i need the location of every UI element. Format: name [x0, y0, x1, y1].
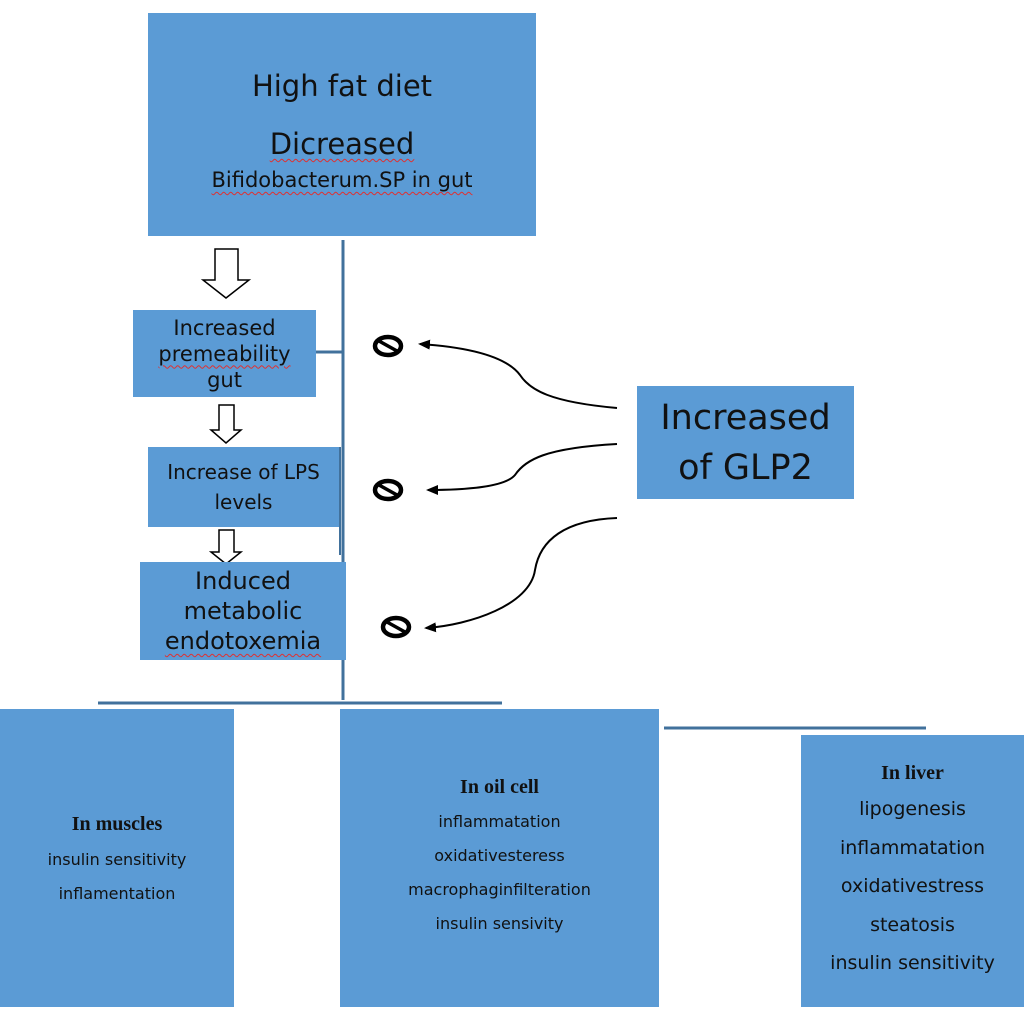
oil-cell-title: In oil cell	[460, 776, 539, 798]
step2-line1: Increase of LPS	[167, 460, 320, 484]
liver-item: steatosis	[870, 913, 955, 936]
step2-line2: levels	[214, 490, 273, 514]
glp2-line1: Increased	[660, 397, 831, 438]
glp2-line2: of GLP2	[678, 447, 813, 488]
oil-cell-item: macrophaginfilteration	[408, 880, 591, 899]
high-fat-diet-label: High fat diet	[251, 69, 433, 103]
liver-item: oxidativestress	[840, 875, 985, 897]
muscles-title: In muscles	[71, 813, 163, 835]
curved-arrow-2	[426, 443, 618, 495]
decreased-label: Dicreased	[269, 127, 415, 161]
bifidobacterum-label: Bifidobacterum.SP in gut	[211, 168, 473, 192]
step3-line2: metabolic	[183, 597, 303, 625]
liver-title: In liver	[881, 762, 944, 784]
inhibit-icon-1	[372, 334, 404, 358]
down-arrow-1	[200, 248, 252, 299]
liver-box: In liver lipogenesis inflammatation oxid…	[801, 735, 1024, 1007]
curved-arrow-1	[418, 339, 618, 409]
down-arrow-3	[208, 529, 244, 565]
high-fat-diet-box: High fat diet Dicreased Bifidobacterum.S…	[148, 13, 536, 236]
metabolic-endotoxemia-box: Induced metabolic endotoxemia	[140, 562, 346, 660]
liver-item: insulin sensitivity	[830, 952, 995, 974]
oil-cell-box: In oil cell inflammatation oxidativester…	[340, 709, 659, 1007]
oil-cell-item: inflammatation	[438, 812, 561, 831]
curved-arrow-3	[424, 517, 618, 633]
oil-cell-item: oxidativesteress	[434, 846, 565, 865]
step1-line2: premeability	[158, 341, 291, 366]
step3-line3: endotoxemia	[164, 627, 322, 655]
down-arrow-2	[208, 404, 244, 444]
inhibit-icon-3	[380, 615, 412, 639]
oil-cell-item: insulin sensivity	[435, 914, 564, 933]
step1-line1: Increased	[173, 315, 276, 340]
step1-line3: gut	[207, 367, 242, 392]
liver-item: inflammatation	[839, 836, 986, 859]
muscles-box: In muscles insulin sensitivity inflament…	[0, 709, 234, 1007]
step3-line1: Induced	[195, 567, 291, 595]
muscles-item: insulin sensitivity	[47, 850, 187, 869]
glp2-box: Increased of GLP2	[637, 386, 854, 499]
inhibit-icon-2	[372, 478, 404, 502]
muscles-item: inflamentation	[58, 884, 176, 903]
increased-permeability-box: Increased premeability gut	[133, 310, 316, 397]
liver-item: lipogenesis	[859, 798, 966, 820]
lps-levels-box: Increase of LPS levels	[148, 447, 339, 527]
